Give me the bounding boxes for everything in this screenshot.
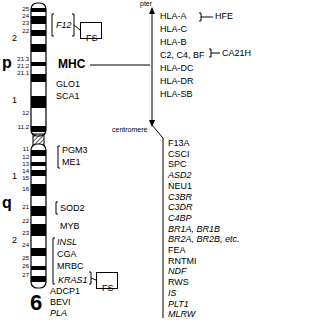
gene-label: CGA: [57, 250, 77, 259]
gene-label: INSL: [57, 238, 77, 247]
gene-label: SCA1: [56, 92, 80, 101]
band-number: 11: [23, 146, 29, 152]
gene-label: HLA-A: [160, 12, 187, 21]
band-number: 23: [22, 20, 29, 26]
arrow-head: [149, 120, 155, 127]
box-text: FS: [86, 34, 98, 43]
gene-label: HFE: [215, 12, 233, 21]
band-number: 21: [22, 204, 29, 210]
trait-label: NDF: [168, 267, 187, 276]
gene-label: PLA: [50, 309, 67, 318]
region-number: 1: [12, 96, 17, 105]
arrow-head: [149, 7, 155, 14]
trait-label: FEA: [168, 246, 186, 255]
fs-box: FS: [96, 272, 118, 289]
trait-label: IS: [168, 289, 177, 298]
q-arm: [31, 144, 46, 288]
gene-label: HLA-DR: [160, 77, 194, 86]
trait-label: BR2A, BR2B, etc.: [168, 235, 240, 244]
trait-label: NEU1: [168, 182, 192, 191]
gene-label: CA21H: [222, 49, 251, 58]
trait-label: C3BR: [168, 193, 192, 202]
arm-letter: p: [2, 55, 12, 71]
band-number: 22: [22, 28, 29, 34]
band-number: 14: [22, 168, 29, 174]
trait-label: F13A: [168, 139, 190, 148]
band-number: 13: [22, 161, 29, 167]
gene-label: MHC: [58, 58, 85, 70]
box-text: FS: [102, 284, 114, 293]
trait-label: MLRW: [168, 310, 195, 319]
band-number: 16: [22, 186, 29, 192]
band-number: 24: [22, 242, 29, 248]
band-number: 15: [22, 175, 29, 181]
gene-label: HLA-SB: [160, 90, 193, 99]
gene-label: GLO1: [56, 80, 80, 89]
band-number: 25: [22, 6, 29, 12]
gene-label: PGM3: [62, 146, 88, 155]
p-arm: [31, 3, 46, 136]
trait-label: RNTMI: [168, 257, 197, 266]
brackets: [52, 12, 220, 318]
band-number: 21.2: [17, 63, 29, 69]
trait-label: C4BP: [168, 214, 192, 223]
band-number: 12: [22, 154, 29, 160]
region-number: 2: [12, 34, 17, 43]
band-number: 27: [22, 272, 29, 278]
trait-label: C3DR: [168, 203, 193, 212]
gene-label: SOD2: [60, 204, 85, 213]
trait-label: PLT1: [168, 300, 189, 309]
gene-label: MYB: [60, 222, 80, 231]
gene-label: ME1: [62, 158, 81, 167]
arm-letter: q: [2, 195, 12, 211]
gene-label: HLA-B: [160, 38, 187, 47]
gene-label: MRBC: [57, 262, 84, 271]
band-number: 21.1: [17, 70, 29, 76]
axis-label: centromere: [112, 126, 147, 133]
trait-label: ASD2: [168, 171, 192, 180]
trait-label: SPC: [168, 160, 187, 169]
band-number: 21.3: [17, 56, 29, 62]
region-number: 1: [12, 172, 17, 181]
gene-label: BEVI: [50, 298, 71, 307]
band-number: 26: [22, 263, 29, 269]
gene-label: KRAS1: [58, 276, 88, 285]
band-number: 25: [22, 255, 29, 261]
band-number: 24: [22, 13, 29, 19]
band-number: 22: [22, 218, 29, 224]
trait-label: BR1A, BR1B: [168, 225, 220, 234]
gene-label: F12: [56, 21, 72, 30]
gene-label: HLA-DC: [160, 64, 194, 73]
gene-label: HLA-C: [160, 25, 187, 34]
trait-label: CSCI: [168, 150, 190, 159]
gene-label: ADCP1: [50, 287, 80, 296]
band-number: 12: [22, 110, 29, 116]
band-number: 11.2: [18, 124, 29, 130]
region-number: 2: [12, 236, 17, 245]
trait-label: RWS: [168, 278, 189, 287]
fs-box: FS: [80, 22, 102, 39]
band-number: 23: [22, 230, 29, 236]
gene-label: C2, C4, BF: [160, 51, 205, 60]
chromosome-number: 6: [30, 292, 42, 314]
axis-label: pter: [140, 0, 152, 7]
